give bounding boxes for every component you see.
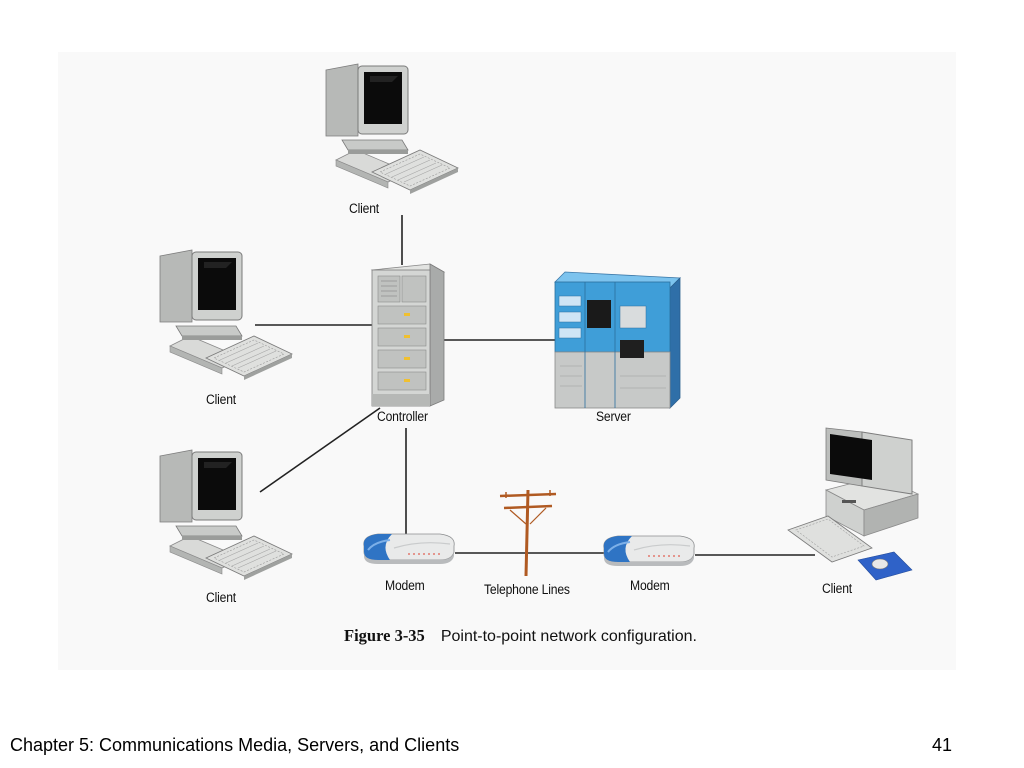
- network-diagram: [159, 63, 920, 581]
- figure-number: Figure 3-35: [344, 626, 425, 645]
- connector-lines: [255, 215, 815, 556]
- modem-right-label: Modem: [630, 578, 670, 593]
- figure-caption: Figure 3-35 Point-to-point network config…: [344, 626, 697, 646]
- figure-caption-text: Point-to-point network configuration.: [440, 628, 697, 645]
- client-top-label: Client: [349, 201, 379, 216]
- client-mid-computer-icon: [159, 249, 293, 381]
- modem-left-label: Modem: [385, 578, 425, 593]
- client-bottom-computer-icon: [159, 449, 293, 581]
- modem-right-icon: [602, 535, 696, 567]
- modem-left-icon: [362, 533, 456, 565]
- client-remote-label: Client: [822, 581, 852, 596]
- controller-label: Controller: [377, 409, 428, 424]
- telephone-pole-icon: [499, 489, 557, 577]
- page-number: 41: [932, 735, 953, 755]
- telephone-lines-label: Telephone Lines: [484, 582, 570, 597]
- client-remote-computer-icon: [787, 427, 920, 581]
- server-mainframe-icon: [554, 271, 681, 409]
- controller-tower-icon: [370, 263, 446, 407]
- server-label: Server: [596, 409, 631, 424]
- client-top-computer-icon: [325, 63, 459, 195]
- client-bottom-label: Client: [206, 590, 236, 605]
- client-mid-label: Client: [206, 392, 236, 407]
- footer-chapter-title: Chapter 5: Communications Media, Servers…: [10, 735, 460, 755]
- link-client-bottom-controller: [259, 407, 381, 493]
- figure-panel: Client Client Client Controller Server M…: [58, 52, 956, 670]
